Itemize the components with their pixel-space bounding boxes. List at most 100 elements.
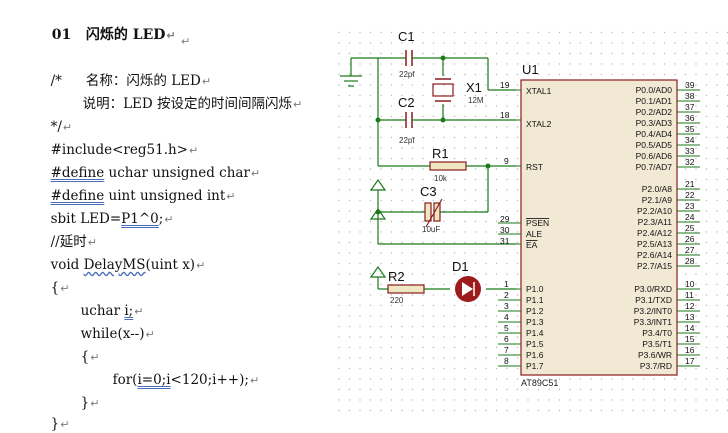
pin-name: P0.6/AD6 <box>636 151 673 161</box>
return-mark-icon: ↵ <box>189 144 199 157</box>
pin-name: P3.2/INT0 <box>634 306 673 316</box>
d1-label: D1 <box>452 259 469 274</box>
pin-name: P2.7/A15 <box>637 261 672 271</box>
for-post: <120;i++); <box>170 372 249 388</box>
pin-num-19: 19 <box>500 80 510 90</box>
pin-number: 34 <box>685 135 695 145</box>
pin-name: P1.7 <box>526 361 544 371</box>
pin-name: P1.1 <box>526 295 544 305</box>
return-mark-icon: ↵ <box>60 282 70 295</box>
brace-close-line: }↵ <box>42 399 70 433</box>
chip-name: AT89C51 <box>521 378 558 388</box>
for-mid: i=0;i <box>137 372 171 388</box>
comment-close-line: */↵ <box>42 102 73 136</box>
pin-name: P0.4/AD4 <box>636 129 673 139</box>
heading: 01 闪烁的 LED↵ <box>42 10 176 44</box>
pin-name: P0.3/AD3 <box>636 118 673 128</box>
pin-number: 2 <box>504 290 509 300</box>
pin-name: P2.6/A14 <box>637 250 672 260</box>
junction-dot <box>375 117 381 123</box>
comment-desc-line: 说明：LED 按设定的时间间隔闪烁↵ <box>74 79 303 113</box>
func-name: DelayMS <box>83 257 146 273</box>
return-mark-icon: ↵ <box>250 167 261 180</box>
brace-open-line: {↵ <box>42 263 70 297</box>
junction-dot <box>440 117 446 123</box>
return-mark-icon: ↵ <box>145 328 155 341</box>
pin-name: P1.0 <box>526 284 544 294</box>
return-mark-icon: ↵ <box>60 418 70 431</box>
define-uchar-line: #define uchar unsigned char↵ <box>42 148 261 182</box>
return-mark-icon: ↵ <box>87 236 97 249</box>
pin-number: 37 <box>685 102 695 112</box>
pin-name-rst: RST <box>526 162 543 172</box>
comment-name: 名称：闪烁的 LED <box>85 73 201 89</box>
pin-number: 21 <box>685 179 695 189</box>
while-text: while(x--) <box>80 326 145 342</box>
resistor-r2-icon <box>387 284 425 294</box>
c3-value: 10uF <box>422 225 440 234</box>
pin-name: P0.0/AD0 <box>636 85 673 95</box>
resistor-r1-icon <box>429 161 467 171</box>
pin-name: P2.0/A8 <box>642 184 673 194</box>
pin-num-30: 30 <box>500 225 510 235</box>
pin-number: 6 <box>504 334 509 344</box>
pin-name: P3.4/T0 <box>642 328 672 338</box>
pin-number: 13 <box>685 312 695 322</box>
return-mark-icon: ↵ <box>293 98 303 111</box>
inner-brace-open: { <box>80 349 90 365</box>
include-line: #include<reg51.h>↵ <box>42 125 199 159</box>
var-decl-mid: i; <box>124 303 134 319</box>
comment-desc: 说明：LED 按设定的时间间隔闪烁 <box>82 96 293 112</box>
pin-number: 36 <box>685 113 695 123</box>
c2-value: 22pf <box>399 136 415 145</box>
c3-label: C3 <box>420 184 437 199</box>
pin-number: 15 <box>685 334 695 344</box>
pin-number: 12 <box>685 301 695 311</box>
return-mark-icon: ↵ <box>134 305 144 318</box>
u1-label: U1 <box>522 62 539 77</box>
func-pre: void <box>50 257 84 273</box>
inner-brace-close: } <box>80 395 90 411</box>
pin-name: P2.3/A11 <box>638 217 673 227</box>
pin-number: 39 <box>685 80 695 90</box>
pin-number: 27 <box>685 245 695 255</box>
c2-label: C2 <box>398 95 415 110</box>
pin-number: 22 <box>685 190 695 200</box>
pin-number: 35 <box>685 124 695 134</box>
r2-value: 220 <box>390 296 404 305</box>
crystal-x1-icon <box>432 78 454 102</box>
r1-value: 10k <box>434 174 448 183</box>
x1-value: 12M <box>468 96 484 105</box>
junction-dot <box>375 209 381 215</box>
while-line: while(x--)↵ <box>72 309 155 343</box>
heading-title: 闪烁的 LED <box>85 27 166 43</box>
pin-number: 23 <box>685 201 695 211</box>
pin-num-31: 31 <box>500 236 510 246</box>
define-keyword: #define <box>50 188 105 204</box>
pin-name: P0.5/AD5 <box>636 140 673 150</box>
pin-name-xtal2: XTAL2 <box>526 119 552 129</box>
inner-brace-close-line: }↵ <box>72 378 100 412</box>
pin-num-29: 29 <box>500 214 510 224</box>
pin-number: 10 <box>685 279 695 289</box>
pin-name-ea: EA <box>526 240 538 250</box>
pin-name-ale: ALE <box>526 229 542 239</box>
var-decl-pre: uchar <box>80 303 125 319</box>
pin-name: P1.2 <box>526 306 544 316</box>
brace-close: } <box>50 416 60 432</box>
c1-label: C1 <box>398 29 415 44</box>
pin-name: P2.5/A13 <box>637 239 672 249</box>
return-mark-icon: ↵ <box>226 190 236 203</box>
return-mark-icon: ↵ <box>62 121 73 134</box>
pin-number: 25 <box>685 223 695 233</box>
chip-body <box>520 79 678 376</box>
pin-name: P3.6/WR <box>638 350 672 360</box>
func-decl-line: void DelayMS(uint x)↵ <box>42 240 206 274</box>
pin-number: 5 <box>504 323 509 333</box>
pin-name: P1.5 <box>526 339 544 349</box>
var-decl-line: uchar i;↵ <box>72 286 144 320</box>
pin-name: P1.3 <box>526 317 544 327</box>
pin-name: P2.2/A10 <box>637 206 672 216</box>
pin-name: P3.0/RXD <box>634 284 672 294</box>
pin-name: P2.1/A9 <box>642 195 673 205</box>
